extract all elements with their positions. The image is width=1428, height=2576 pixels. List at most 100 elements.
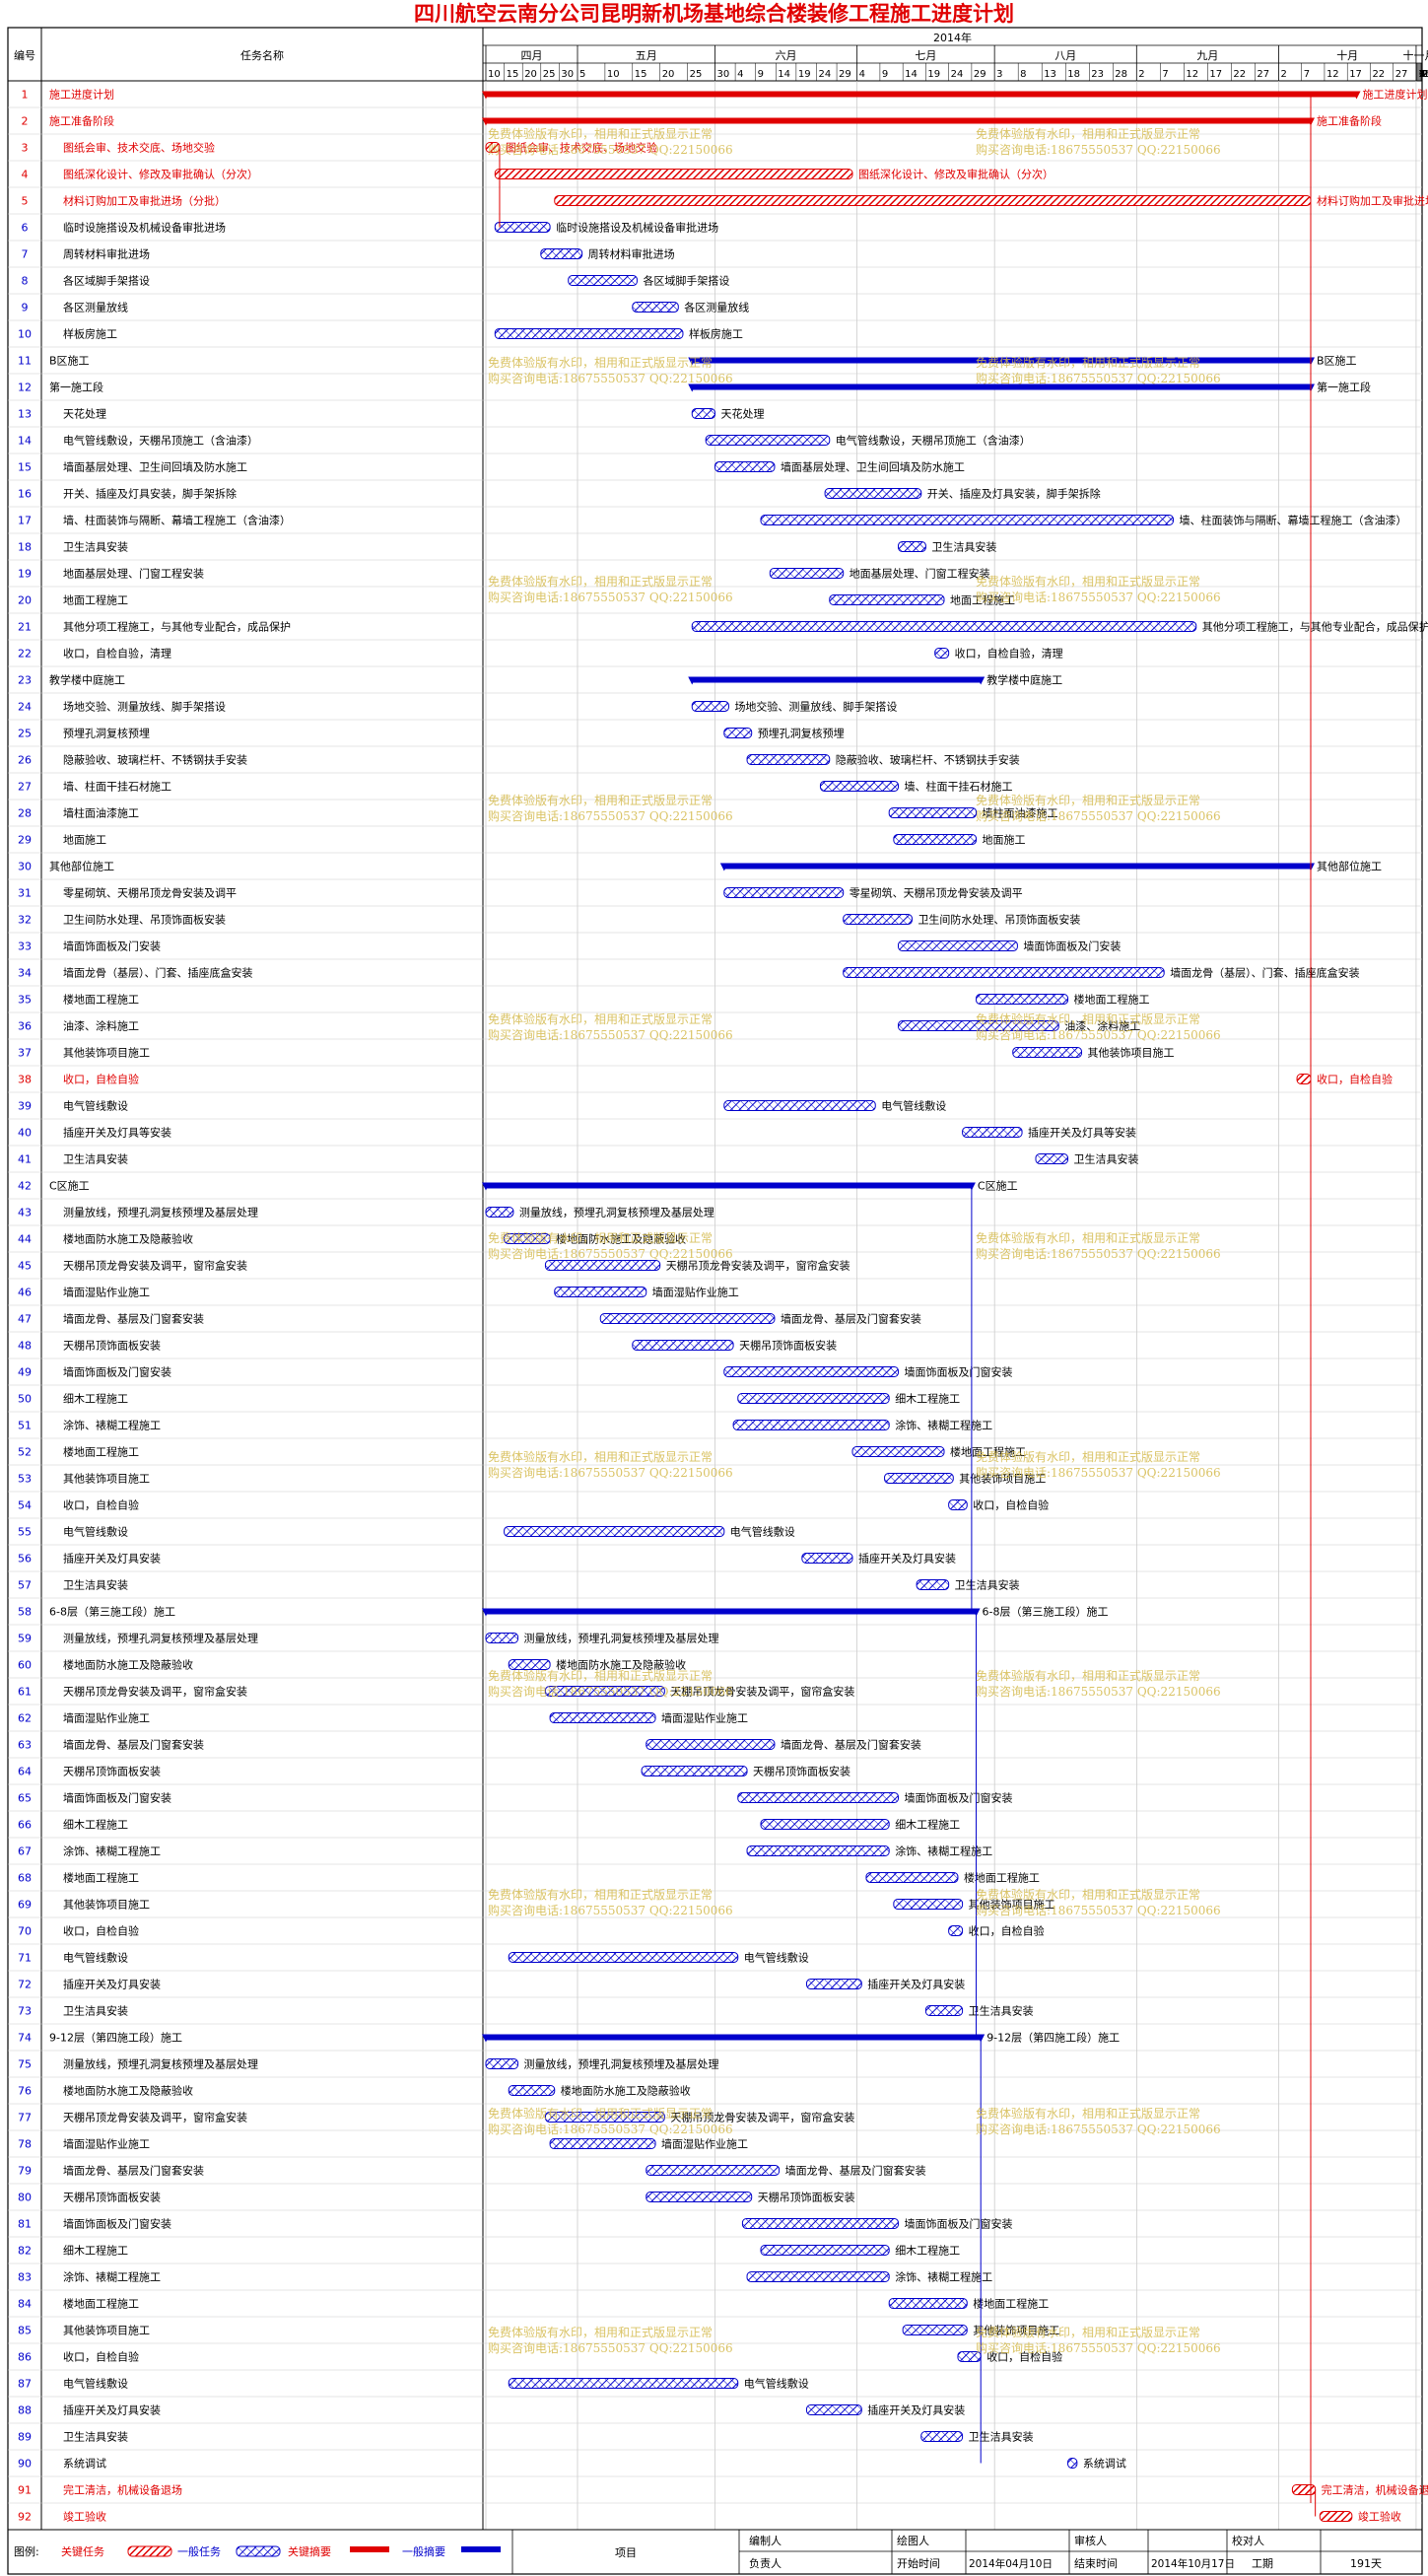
bar-label: 楼地面工程施工	[1074, 993, 1150, 1007]
day-label: 24	[818, 69, 831, 80]
watermark-line2: 购买咨询电话:18675550537 QQ:22150066	[976, 1027, 1221, 1042]
page-title: 四川航空云南分公司昆明新机场基地综合楼装修工程施工进度计划	[414, 1, 1014, 26]
task-name: 天棚吊顶饰面板安装	[63, 1339, 161, 1353]
day-label: 2	[1280, 69, 1286, 80]
task-number: 62	[18, 1712, 32, 1725]
task-bar	[494, 222, 551, 233]
task-bar	[898, 541, 926, 552]
watermark-line2: 购买咨询电话:18675550537 QQ:22150066	[976, 1903, 1221, 1917]
task-bar	[898, 940, 1018, 951]
task-number: 17	[18, 515, 32, 527]
bar-label: 卫生洁具安装	[969, 2430, 1034, 2444]
task-number: 89	[18, 2431, 32, 2444]
bar-label: 9-12层（第四施工段）施工	[986, 2031, 1120, 2045]
day-label: 2	[1138, 69, 1144, 80]
task-bar	[632, 302, 679, 313]
watermark-line1: 免费体验版有水印，相用和正式版显示正常	[976, 1668, 1200, 1683]
task-name: 卫生洁具安装	[63, 1578, 128, 1592]
month-label: 五月	[636, 49, 657, 62]
task-name: 天棚吊顶饰面板安装	[63, 1765, 161, 1778]
task-number: 40	[18, 1127, 32, 1140]
summary-start-marker	[482, 1182, 490, 1191]
day-label: 19	[798, 69, 811, 80]
bar-label: 墙面饰面板及门窗安装	[905, 2217, 1013, 2231]
watermark-line1: 免费体验版有水印，相用和正式版显示正常	[488, 126, 713, 141]
bar-label: 隐蔽验收、玻璃栏杆、不锈钢扶手安装	[836, 753, 1020, 767]
task-number: 22	[18, 648, 32, 661]
bar-label: 周转材料审批进场	[588, 247, 675, 261]
task-name: 开关、插座及灯具安装，脚手架拆除	[63, 487, 237, 501]
bar-label: 图纸深化设计、修改及审批确认（分次）	[858, 168, 1054, 181]
bar-label: 场地交验、测量放线、脚手架搭设	[734, 700, 897, 714]
task-number: 59	[18, 1633, 32, 1645]
task-number: 87	[18, 2378, 32, 2391]
task-number: 70	[18, 1925, 32, 1938]
task-number: 8	[22, 275, 29, 288]
task-bar	[1035, 1153, 1069, 1164]
task-bar	[976, 994, 1069, 1005]
watermark-line2: 购买咨询电话:18675550537 QQ:22150066	[488, 590, 733, 604]
task-name: 系统调试	[63, 2458, 106, 2471]
task-number: 46	[18, 1287, 32, 1299]
task-name: 其他装饰项目施工	[63, 1046, 150, 1060]
task-bar	[801, 1553, 853, 1564]
task-number: 91	[18, 2484, 32, 2497]
task-number: 39	[18, 1100, 32, 1113]
watermark-line2: 购买咨询电话:18675550537 QQ:22150066	[976, 808, 1221, 823]
bar-label: 6-8层（第三施工段）施工	[983, 1605, 1109, 1619]
day-label: 9	[758, 69, 764, 80]
bar-label: 墙面饰面板及门窗安装	[905, 1365, 1013, 1379]
task-bar	[902, 2325, 968, 2335]
task-number: 16	[18, 488, 32, 501]
task-bar	[554, 1287, 647, 1297]
summary-bar	[486, 2034, 982, 2041]
task-number: 38	[18, 1074, 32, 1086]
bar-label: 电气管线敷设	[881, 1099, 946, 1113]
task-bar	[508, 2085, 556, 2096]
task-number: 92	[18, 2511, 32, 2524]
task-number: 56	[18, 1553, 32, 1566]
task-name: 电气管线敷设	[63, 1099, 128, 1113]
bar-label: 楼地面防水施工及隐蔽验收	[556, 1658, 686, 1672]
task-name: 地面基层处理、门窗工程安装	[63, 567, 204, 581]
task-bar	[1291, 2484, 1317, 2495]
day-label: 28	[1115, 69, 1127, 80]
task-number: 79	[18, 2165, 32, 2178]
task-number: 4	[22, 169, 29, 181]
task-number: 28	[18, 807, 32, 820]
task-name: C区施工	[49, 1180, 90, 1193]
bar-label: 预埋孔洞复核预埋	[758, 727, 845, 740]
task-number: 5	[22, 195, 29, 208]
watermark-line2: 购买咨询电话:18675550537 QQ:22150066	[488, 2340, 733, 2355]
task-bar	[898, 1020, 1059, 1031]
task-bar	[723, 728, 753, 738]
bar-label: 墙柱面油漆施工	[983, 806, 1058, 820]
task-number: 63	[18, 1739, 32, 1752]
task-bar	[540, 248, 583, 259]
bar-label: 油漆、涂料施工	[1064, 1019, 1140, 1033]
task-number: 45	[18, 1260, 32, 1273]
task-number: 68	[18, 1872, 32, 1885]
task-name: 墙面饰面板及门窗安装	[63, 1791, 171, 1805]
footer-end-label: 结束时间	[1074, 2557, 1118, 2570]
task-name: 插座开关及灯具安装	[63, 2403, 161, 2417]
task-number: 88	[18, 2404, 32, 2417]
task-bar	[888, 2298, 968, 2309]
bar-label: 收口，自检自验	[969, 1924, 1045, 1938]
task-bar	[691, 408, 715, 419]
footer-duration-label: 工期	[1252, 2557, 1273, 2570]
bar-label: 楼地面防水施工及隐蔽验收	[556, 1232, 686, 1246]
task-number: 35	[18, 994, 32, 1007]
task-number: 75	[18, 2058, 32, 2071]
task-name: 墙面饰面板及门窗安装	[63, 2217, 171, 2231]
bar-label: B区施工	[1317, 355, 1357, 368]
watermark-line1: 免费体验版有水印，相用和正式版显示正常	[976, 574, 1200, 589]
task-name: 墙面湿贴作业施工	[63, 1286, 150, 1299]
bar-label: 测量放线，预埋孔洞复核预埋及基层处理	[524, 1632, 719, 1645]
watermark-line2: 购买咨询电话:18675550537 QQ:22150066	[976, 1465, 1221, 1480]
day-label: 10	[488, 69, 501, 80]
task-name: 墙面湿贴作业施工	[63, 1711, 150, 1725]
task-number: 36	[18, 1020, 32, 1033]
bar-label: 天棚吊顶龙骨安装及调平，窗帘盒安装	[670, 1685, 854, 1699]
task-name: 卫生洁具安装	[63, 540, 128, 554]
